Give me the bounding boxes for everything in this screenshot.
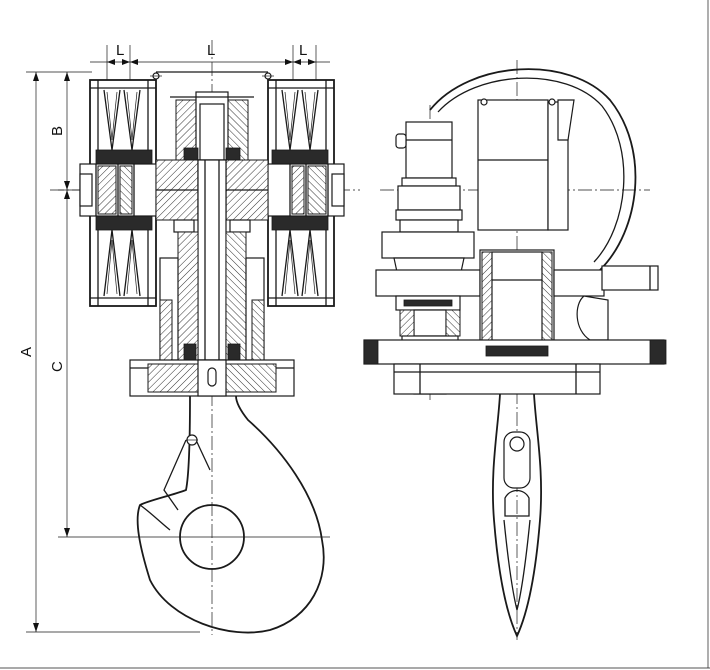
cross-plate — [375, 249, 659, 343]
dim-label-a: A — [18, 347, 35, 357]
upper-housing — [477, 98, 575, 231]
dim-label-b: B — [49, 126, 66, 136]
dim-label-l-right: L — [299, 42, 307, 59]
dim-label-l-left: L — [116, 42, 124, 59]
motor-stack — [381, 121, 475, 287]
front-section-view — [50, 40, 360, 635]
hook — [136, 395, 325, 634]
hook-side — [492, 393, 542, 639]
left-sheave-pack — [79, 79, 157, 307]
dim-label-l-center: L — [207, 42, 215, 59]
right-sheave-pack — [267, 79, 345, 307]
dimension-lines — [26, 45, 330, 633]
dim-label-c: C — [49, 361, 66, 372]
side-view — [363, 60, 667, 640]
base-plate — [363, 339, 667, 395]
hook-shaft-housing — [129, 159, 295, 397]
